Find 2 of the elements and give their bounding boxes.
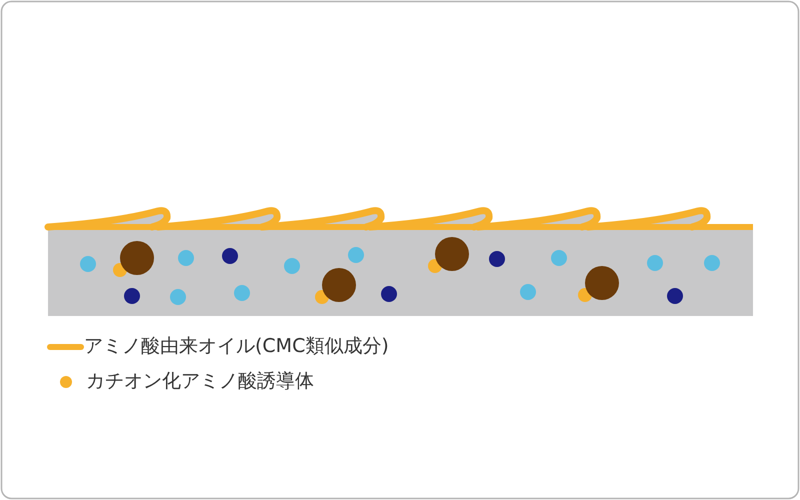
legend-label: カチオン化アミノ酸誘導体 (86, 370, 314, 392)
legend-label: アミノ酸由来オイル(CMC類似成分) (84, 335, 389, 357)
